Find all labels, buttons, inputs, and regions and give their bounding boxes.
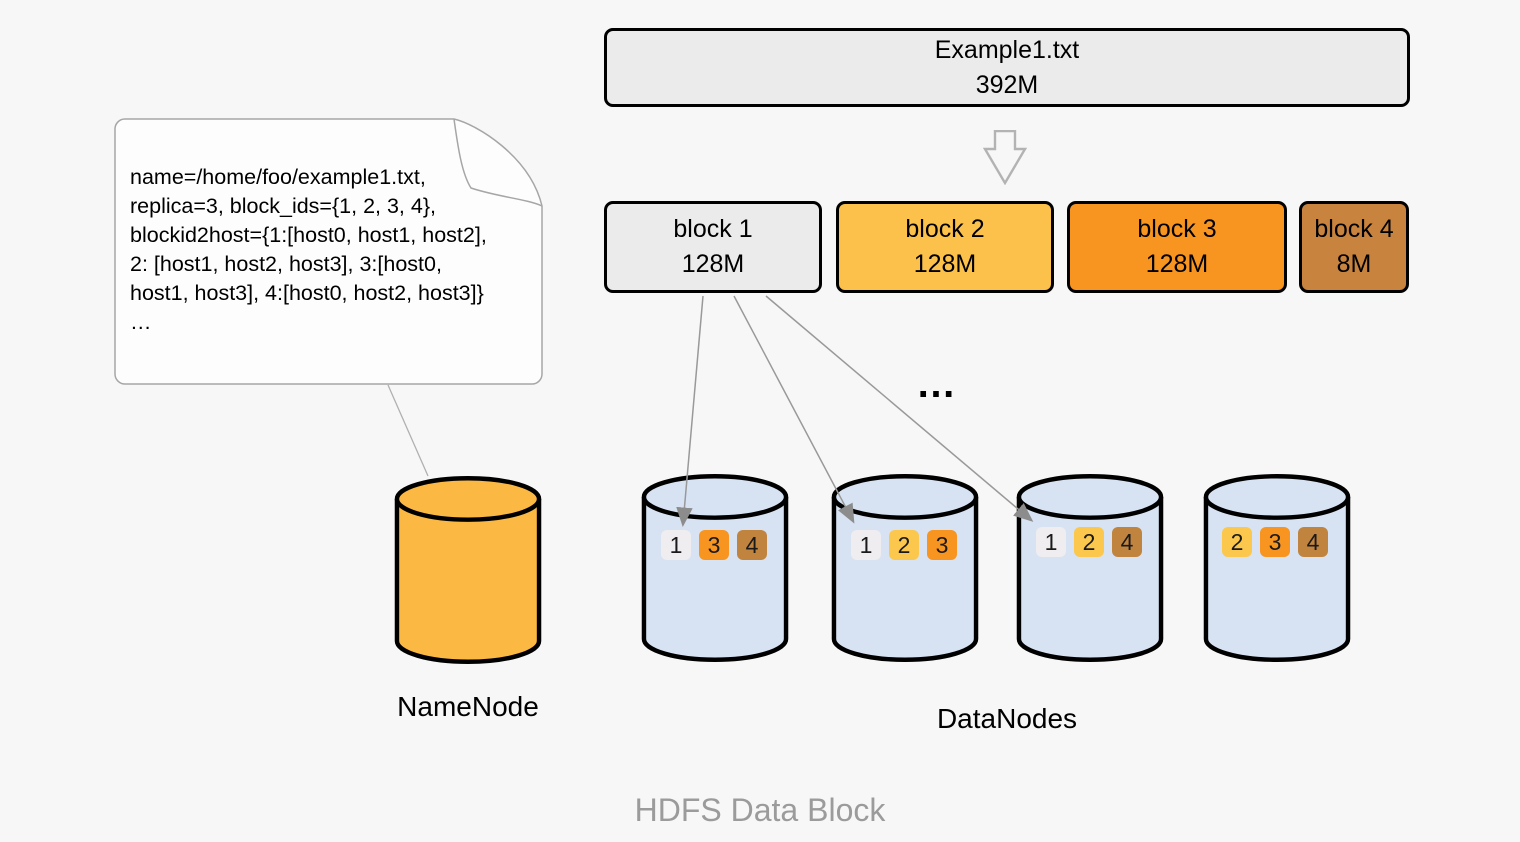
block-chip: 2 [1222, 527, 1252, 557]
block-2-size: 128M [913, 250, 977, 278]
file-box: Example1.txt 392M [604, 28, 1410, 107]
split-arrow-icon [983, 130, 1027, 185]
block-1-size: 128M [681, 250, 745, 278]
datanode-2-chips: 1 2 3 [851, 530, 957, 560]
block-1-label: block 1 [673, 215, 753, 243]
block-3-label: block 3 [1137, 215, 1217, 243]
block-chip: 3 [1260, 527, 1290, 557]
diagram-title: HDFS Data Block [634, 792, 886, 828]
block-3-size: 128M [1145, 250, 1209, 278]
block-3: block 3 128M [1067, 201, 1287, 293]
block-chip: 2 [1074, 527, 1104, 557]
block-chip: 1 [851, 530, 881, 560]
namenode-metadata-note-shape [114, 118, 543, 385]
datanode-4-chips: 2 3 4 [1222, 527, 1328, 557]
namenode-label: NameNode [397, 691, 539, 722]
block-4: block 4 8M [1299, 201, 1409, 293]
datanode-3-chips: 1 2 4 [1036, 527, 1142, 557]
namenode-cylinder [394, 476, 542, 664]
file-name: Example1.txt [934, 35, 1080, 64]
block-chip: 4 [1298, 527, 1328, 557]
ellipsis-text: … [916, 362, 960, 406]
block-4-label: block 4 [1314, 215, 1394, 243]
datanode-3-cylinder [1016, 474, 1164, 662]
datanodes-label: DataNodes [936, 703, 1078, 734]
block-4-size: 8M [1336, 250, 1372, 278]
block-chip: 1 [1036, 527, 1066, 557]
block-chip: 1 [661, 530, 691, 560]
block-chip: 3 [699, 530, 729, 560]
datanode-1-cylinder [641, 474, 789, 662]
file-size: 392M [975, 70, 1039, 99]
datanode-4-cylinder [1203, 474, 1351, 662]
note-leader-line [387, 384, 429, 477]
block-chip: 4 [737, 530, 767, 560]
folded-corner-icon [453, 118, 543, 207]
datanode-1-chips: 1 3 4 [661, 530, 767, 560]
datanode-2-cylinder [831, 474, 979, 662]
block-1: block 1 128M [604, 201, 822, 293]
namenode-metadata-text: name=/home/foo/example1.txt, replica=3, … [130, 165, 487, 334]
block-chip: 3 [927, 530, 957, 560]
block-chip: 4 [1112, 527, 1142, 557]
block-2: block 2 128M [836, 201, 1054, 293]
block-2-label: block 2 [905, 215, 985, 243]
block-chip: 2 [889, 530, 919, 560]
